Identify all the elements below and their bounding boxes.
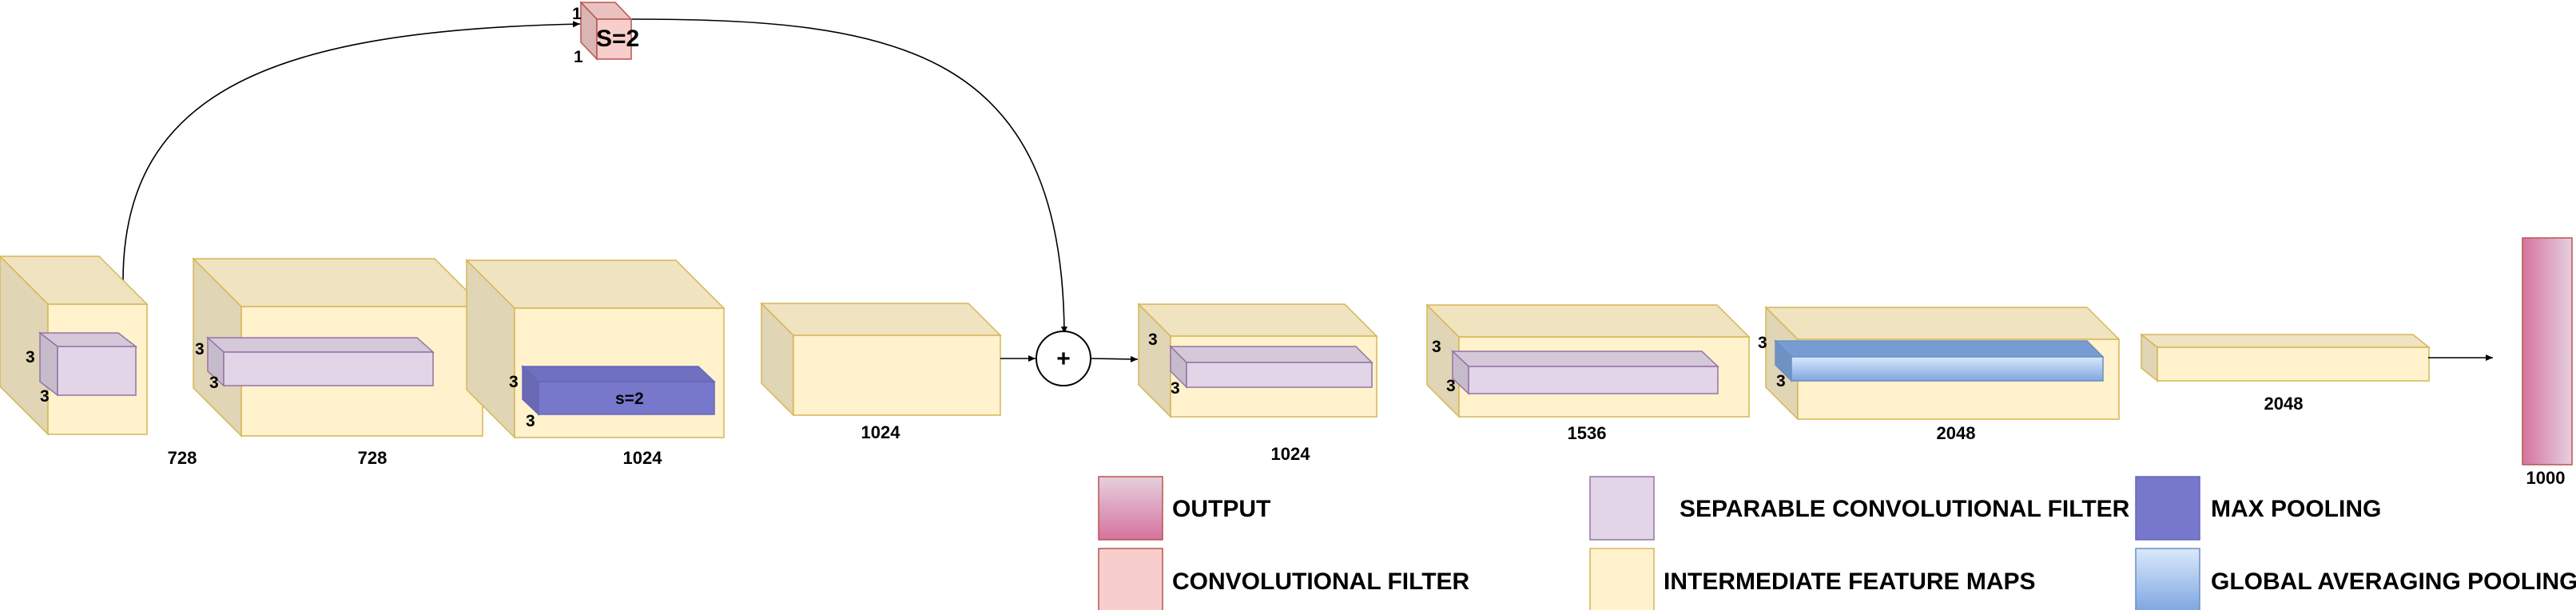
legend-swatch-feature-maps: [1589, 548, 1655, 610]
legend-label-max-pooling: MAX POOLING: [2211, 496, 2381, 522]
legend-label-separable: SEPARABLE CONVOLUTIONAL FILTER: [1680, 496, 2130, 522]
output-layer: [2522, 237, 2573, 465]
kernel-dim-6b: 3: [1446, 377, 1456, 395]
legend-label-output: OUTPUT: [1172, 496, 1270, 522]
feature-map-block-4: [760, 302, 1002, 417]
legend-label-feature-maps: INTERMEDIATE FEATURE MAPS: [1664, 568, 2036, 595]
box-top: [1137, 303, 1378, 337]
feature-map-block-2: [192, 257, 484, 438]
box-front: [2157, 347, 2430, 382]
box-top: [1451, 351, 1719, 367]
skip-connection-in: [122, 21, 581, 282]
box-front: [1468, 366, 1719, 394]
legend-label-conv: CONVOLUTIONAL FILTER: [1172, 568, 1470, 595]
legend-swatch-conv: [1098, 548, 1163, 610]
box-front: [57, 346, 137, 396]
skip-dim-top: 1: [572, 5, 582, 23]
box-front: [1186, 362, 1373, 388]
box-top: [2139, 334, 2431, 348]
kernel-dim-3b: 3: [526, 412, 535, 430]
box-top: [1774, 340, 2105, 358]
box-top: [1764, 307, 2121, 340]
legend: OUTPUT SEPARABLE CONVOLUTIONAL FILTER MA…: [1098, 476, 2576, 610]
kernel-dim-3a: 3: [509, 373, 519, 391]
arrow-from-add: [1091, 355, 1139, 362]
channels-label-5: 1024: [1271, 444, 1311, 464]
separable-filter-3: [1169, 345, 1373, 389]
kernel-dim-2a: 3: [195, 340, 205, 358]
channels-label-2: 728: [358, 448, 388, 468]
box-top: [206, 337, 435, 353]
separable-filter-1: [38, 331, 138, 397]
separable-filter-4: [1451, 350, 1719, 395]
kernel-dim-5a: 3: [1148, 331, 1158, 349]
box-front: [596, 18, 632, 60]
box-top: [192, 258, 484, 307]
add-node: [1036, 331, 1091, 386]
legend-swatch-output: [1098, 476, 1163, 541]
channels-label-3: 1024: [623, 448, 663, 468]
feature-map-block-8: [2139, 333, 2431, 382]
kernel-dim-7b: 3: [1776, 372, 1786, 390]
max-pooling-filter: [521, 365, 716, 416]
skip-stride-label: S=2: [596, 26, 639, 52]
box-top: [1169, 346, 1373, 363]
channels-label-6: 1536: [1568, 423, 1607, 443]
max-pooling-stride: s=2: [615, 390, 644, 408]
channels-label-7: 2048: [1937, 423, 1976, 443]
kernel-dim-6a: 3: [1432, 338, 1441, 356]
box-top: [521, 366, 716, 382]
kernel-dim-5b: 3: [1171, 379, 1180, 398]
channels-label-4: 1024: [861, 422, 901, 442]
conv-filter-block: [579, 1, 633, 61]
separable-filter-2: [206, 336, 435, 387]
box-top: [1425, 304, 1751, 338]
legend-swatch-separable: [1589, 476, 1655, 541]
box-front: [793, 335, 1001, 416]
kernel-dim-7a: 3: [1758, 334, 1767, 352]
global-avg-pooling-filter: [1774, 339, 2105, 382]
box-front: [538, 381, 715, 415]
channels-label-1: 728: [168, 448, 197, 468]
box-top: [760, 303, 1002, 336]
kernel-dim-2b: 3: [209, 374, 219, 392]
add-symbol: +: [1056, 346, 1071, 372]
kernel-dim-1a: 3: [26, 348, 35, 366]
channels-label-8: 2048: [2264, 394, 2304, 414]
output-units-label: 1000: [2526, 468, 2566, 488]
box-front: [1791, 356, 2104, 382]
legend-label-gap: GLOBAL AVERAGING POOLING: [2211, 568, 2576, 595]
legend-swatch-max-pooling: [2135, 476, 2200, 541]
skip-dim-bottom: 1: [574, 48, 583, 66]
legend-swatch-gap: [2135, 548, 2200, 610]
skip-connection-out: [630, 18, 1067, 335]
kernel-dim-1b: 3: [40, 387, 50, 406]
box-front: [223, 351, 434, 386]
